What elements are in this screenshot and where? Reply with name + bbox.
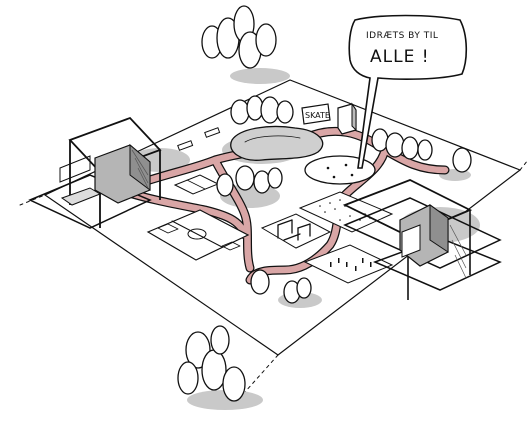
skate-sign: SKATE [302,104,330,124]
skate-bowl [231,127,323,161]
bubble-line-2: ALLE ! [370,47,430,67]
oval-plaza [305,156,375,184]
bottom-tree-cluster [178,326,263,410]
top-tree-cluster [202,6,290,84]
skate-sign-label: SKATE [305,111,330,120]
bubble-line-1: IDRÆTS BY TIL [366,31,438,41]
kiosk-building [338,104,356,134]
